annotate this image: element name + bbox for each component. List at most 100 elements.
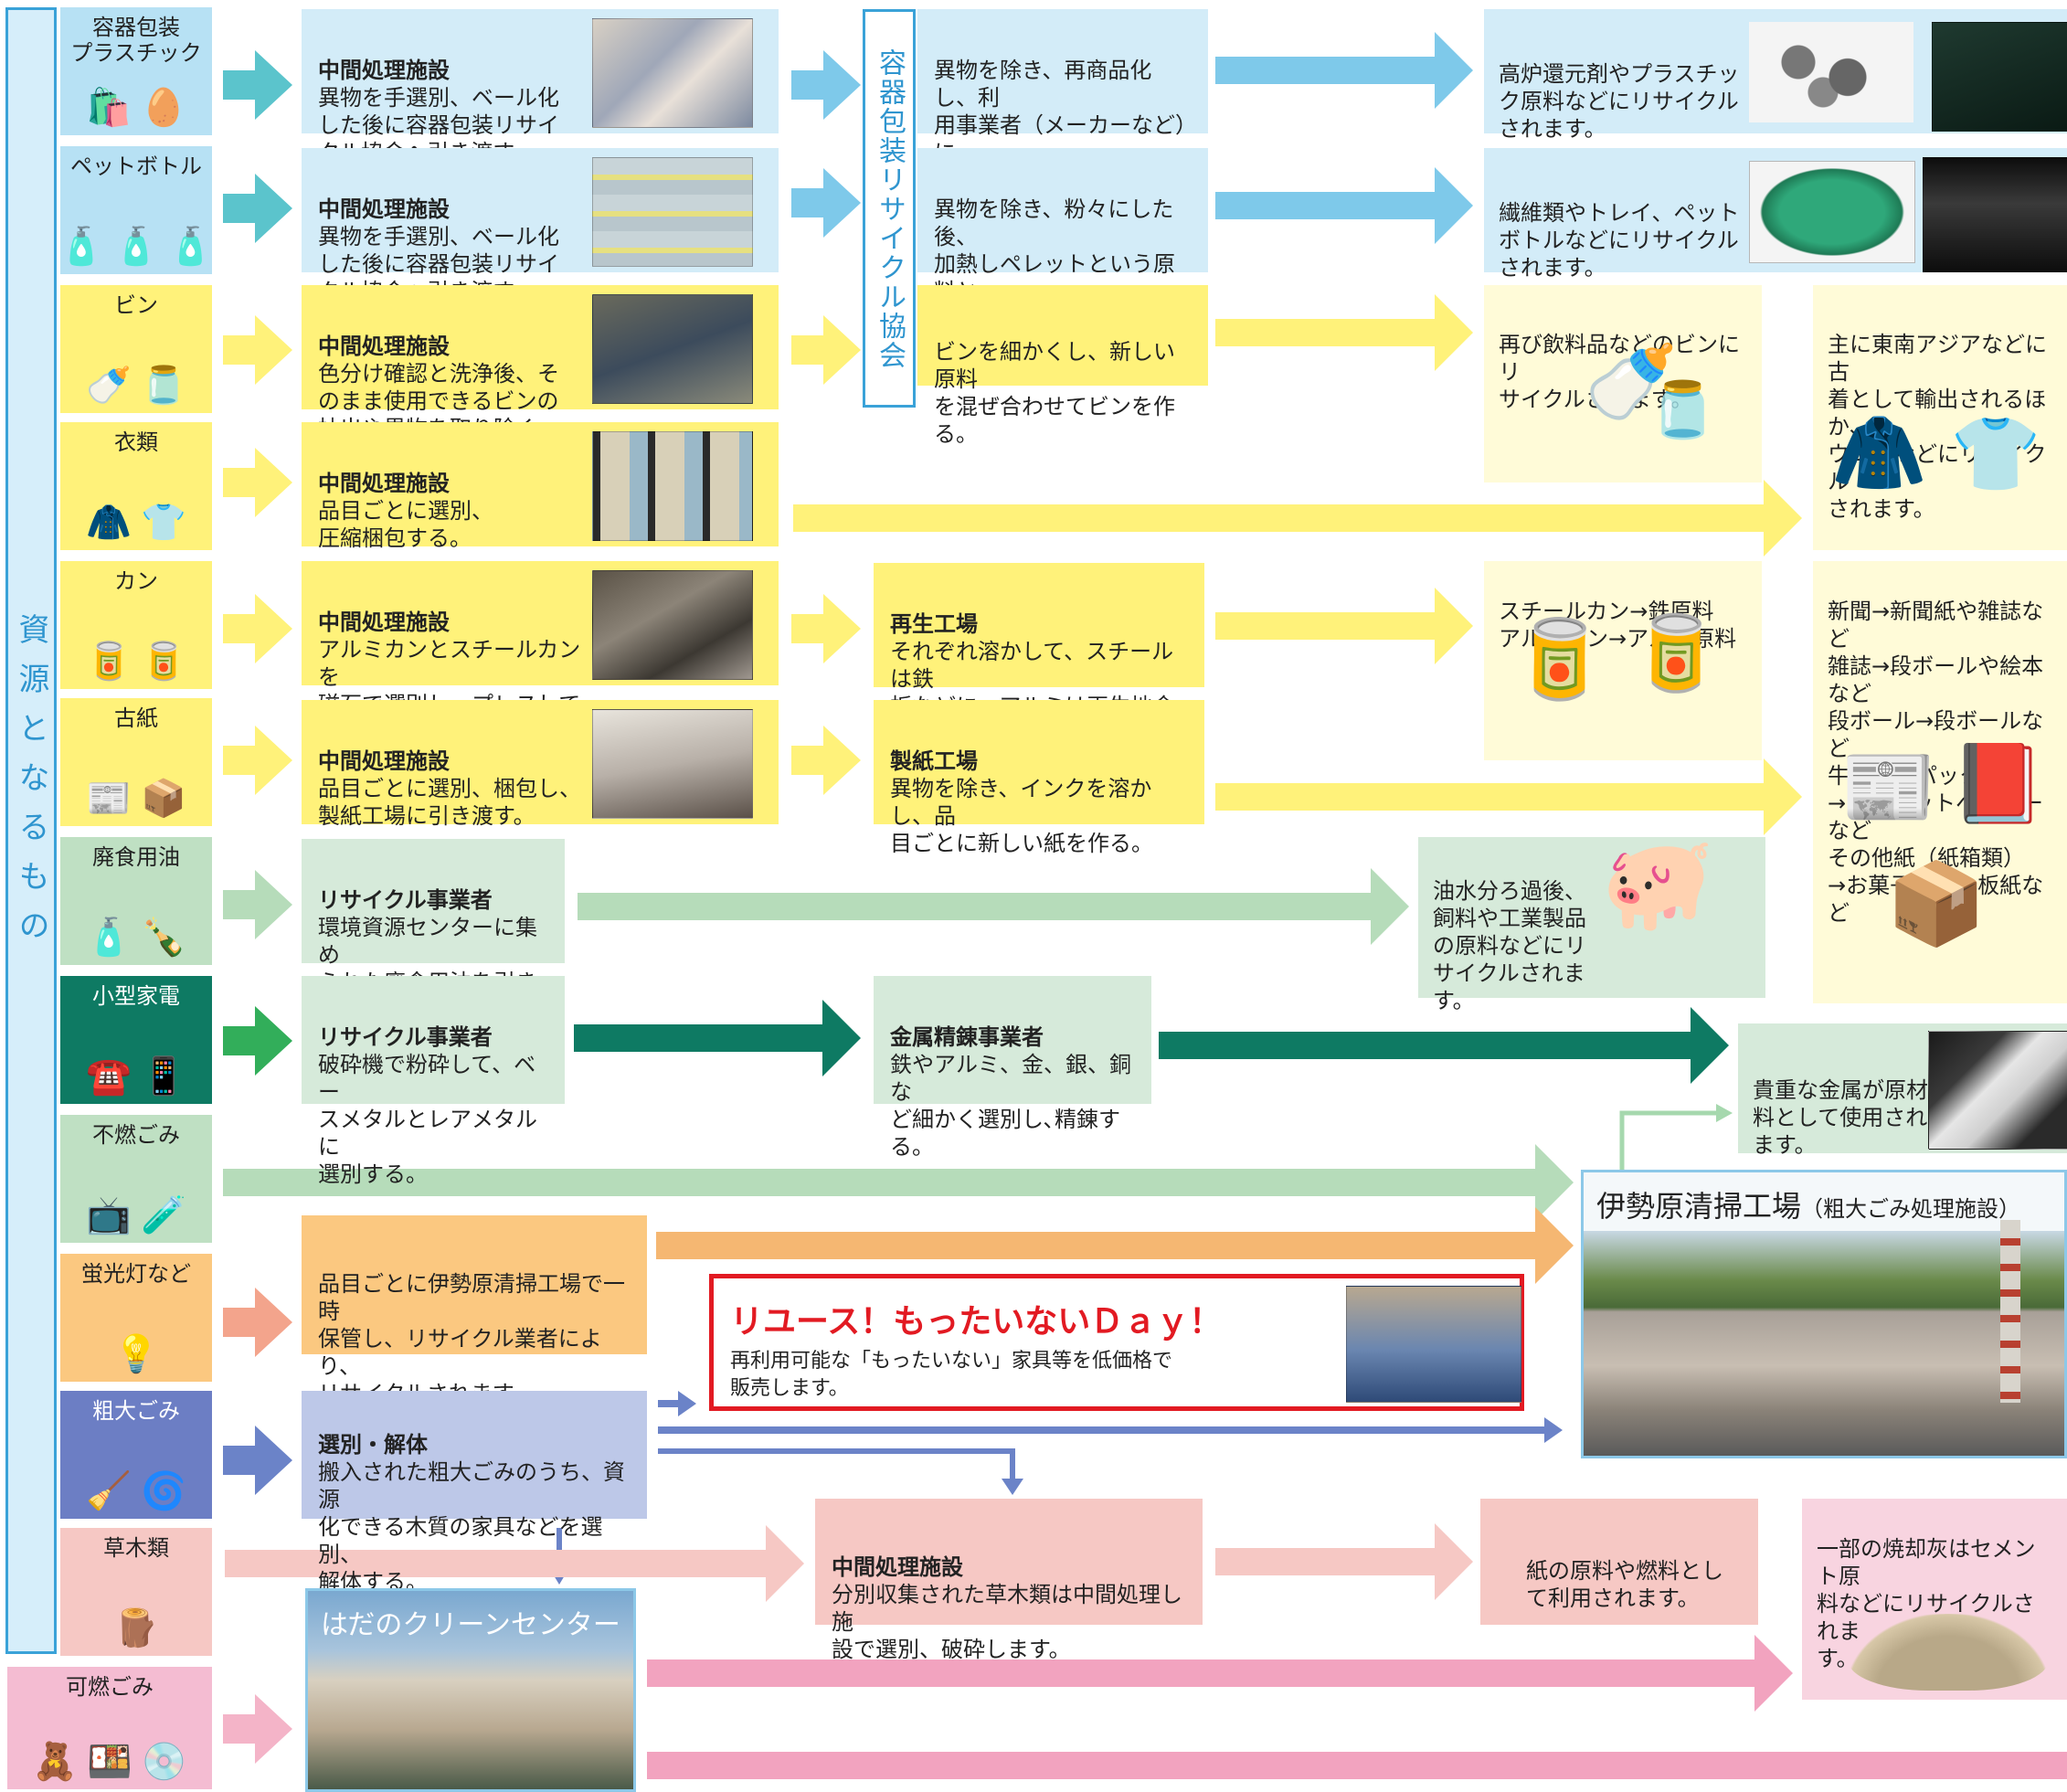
egg-carton-icon: 🥚 — [141, 87, 186, 129]
reuse-banner: リユース！もったいないＤａｙ！ 再利用可能な「もったいない」家具等を低価格で 販… — [709, 1274, 1524, 1411]
hadano-facility: はだのクリーンセンター — [305, 1588, 636, 1792]
step2-title: 金属精錬事業者 — [890, 1024, 1044, 1050]
hadano-name: はだのクリーンセンター — [321, 1609, 620, 1641]
arrow-burn-1 — [223, 1694, 292, 1764]
paper-bales-photo — [592, 709, 753, 819]
arrow-pet-3 — [1215, 167, 1473, 244]
fluorescent-lamp-icon: 💡 — [113, 1333, 159, 1375]
category-label: 不燃ごみ — [92, 1122, 180, 1148]
arrow-pet-1 — [223, 174, 292, 243]
category-label: ビン — [114, 292, 158, 318]
isehara-sub: （粗大ごみ処理施設） — [1801, 1196, 2021, 1222]
category-label: 小型家電 — [92, 983, 180, 1009]
category-oil: 廃食用油 🧴🍾 — [60, 837, 212, 965]
reuse-text: 再利用可能な「もったいない」家具等を低価格で 販売します。 — [730, 1350, 1173, 1400]
arrow-burn-bottom — [647, 1752, 2067, 1779]
result-metal: 貴重な金属が原材 料として使用され ます。 — [1738, 1023, 2067, 1158]
jacket-photo — [1749, 161, 1915, 263]
arrow-burn-ash — [647, 1635, 1793, 1712]
pet-bales-photo — [592, 157, 753, 267]
arrow-pet-2 — [791, 168, 861, 238]
recycle-association-label: 容器包装リサイクル協会 — [874, 48, 906, 370]
isehara-facility: 伊勢原清掃工場（粗大ごみ処理施設） — [1581, 1170, 2067, 1458]
step1-text: 品目ごとに選別、梱包し、 製紙工場に引き渡す。 — [318, 776, 581, 829]
result-text: 油水分ろ過後、 飼料や工業製品 の原料などにリ サイクルされま す。 — [1433, 878, 1586, 1013]
furniture-sale-photo — [1346, 1286, 1521, 1403]
step1-title: 中間処理施設 — [318, 334, 450, 359]
result-pet: 繊維類やトレイ、ペット ボトルなどにリサイクル されます。 — [1484, 148, 2067, 281]
oil-bottle-icon: 🍾 — [141, 917, 186, 959]
step2-text: 異物を除き、インクを溶かし、品 目ごとに新しい紙を作る。 — [890, 776, 1153, 856]
can-icon: 🥫 — [1630, 610, 1722, 695]
step1-title: 中間処理施設 — [318, 196, 450, 222]
category-label: 草木類 — [103, 1535, 169, 1561]
bales-photo — [592, 18, 753, 128]
arrow-cans-1 — [223, 594, 292, 663]
shirt-icon: 👕 — [141, 502, 186, 544]
arrow-plastic-3 — [1215, 32, 1473, 109]
sweater-icon: 🧥 — [1831, 408, 1927, 497]
can-icon: 🥫 — [141, 641, 186, 683]
vacuum-cleaner-icon: 🧹 — [86, 1470, 132, 1512]
chimney — [2000, 1220, 2020, 1403]
arrow-plants-2 — [1215, 1523, 1473, 1600]
metal-ingot-photo — [1928, 1031, 2067, 1150]
step2-title: 製紙工場 — [890, 748, 978, 774]
magazine-icon: 📕 — [1950, 738, 2046, 828]
newspaper-icon: 📰 — [1840, 742, 1936, 832]
category-label: 衣類 — [114, 429, 158, 455]
category-plastic: 容器包装 プラスチック 🛍️🥚 — [60, 7, 212, 135]
food-container-icon: 🍱 — [87, 1741, 132, 1783]
arrow-glass-1 — [223, 315, 292, 385]
pet-bottles-photo — [1923, 157, 2067, 272]
sweater-icon: 🧥 — [86, 502, 132, 544]
arrow-plastic-1 — [223, 50, 292, 120]
step1-title: 選別・解体 — [318, 1432, 428, 1458]
step1-bulky: 選別・解体搬入された粗大ごみのうち、資源 化できる木質の家具などを選別、 解体す… — [302, 1391, 647, 1595]
step2-plastic: 異物を除き、再商品化し、利 用事業者（メーカーなど）に 引き渡す。 — [917, 9, 1208, 193]
result-ash: 一部の焼却灰はセメント原 料などにリサイクルされま す。 — [1802, 1499, 2067, 1700]
category-plants: 草木類 🪵 — [60, 1528, 212, 1656]
category-cans: カン 🥫🥫 — [60, 561, 212, 689]
result-text: 貴重な金属が原材 料として使用され ます。 — [1753, 1077, 1928, 1158]
category-label: 古紙 — [114, 705, 158, 731]
arrow-bulky-plants — [658, 1448, 1015, 1482]
isehara-name: 伊勢原清掃工場 — [1596, 1189, 1802, 1224]
category-fluorescent: 蛍光灯など 💡 — [60, 1254, 212, 1382]
step1-text: 品目ごとに選別、 圧縮梱包する。 — [318, 498, 493, 551]
category-label: 粗大ごみ — [92, 1398, 180, 1424]
oil-bottle-icon: 🧴 — [86, 917, 132, 959]
result-cans: スチールカン→鉄原料 アルミカン→アルミ原料 🥫 🥫 — [1484, 561, 1762, 760]
arrow-clothing-1 — [223, 448, 292, 517]
cd-icon: 💿 — [141, 1741, 187, 1783]
result-text: 一部の焼却灰はセメント原 料などにリサイクルされま す。 — [1817, 1536, 2036, 1671]
isehara-photo — [1584, 1231, 2064, 1456]
arrow-cans-3 — [1215, 588, 1473, 664]
glass-cullet-photo — [592, 294, 753, 404]
reductant-photo — [1749, 22, 1913, 122]
category-label: 蛍光灯など — [81, 1261, 191, 1287]
step2-text: ビンを細かくし、新しい原料 を混ぜ合わせてビンを作る。 — [934, 339, 1175, 447]
step1-text: 搬入された粗大ごみのうち、資源 化できる木質の家具などを選別、 解体する。 — [318, 1459, 625, 1595]
arrow-paper-2 — [791, 726, 861, 795]
category-clothing: 衣類 🧥👕 — [60, 422, 212, 550]
glass-bottle-icon: 🍼 — [86, 365, 132, 407]
arrow-plants-1 — [225, 1525, 804, 1602]
cans-photo — [592, 570, 753, 680]
arrow-appliance-3 — [1159, 1007, 1729, 1084]
arrow-nonburn-1 — [223, 1144, 1574, 1221]
step2-text: 鉄やアルミ、金、銀、銅な ど細かく選別し､精錬する。 — [890, 1052, 1131, 1160]
result-plastic: 高炉還元剤やプラスチッ ク原料などにリサイクル されます。 — [1484, 9, 2067, 142]
result-text: 高炉還元剤やプラスチッ ク原料などにリサイクル されます。 — [1499, 61, 1740, 142]
hair-dryer-icon: 📱 — [141, 1055, 186, 1097]
category-pet: ペットボトル 🧴🧴🧴 — [58, 146, 214, 274]
arrow-glass-3 — [1215, 294, 1473, 371]
step1-title: 中間処理施設 — [318, 471, 450, 496]
step1-title: 中間処理施設 — [318, 610, 450, 635]
step2-title: 中間処理施設 — [832, 1554, 963, 1580]
pet-bottle-icon: 🧴 — [58, 226, 105, 268]
result-text: 紙の原料や燃料とし て利用されます。 — [1526, 1558, 1723, 1611]
arrow-oil-2 — [578, 868, 1409, 945]
step1-title: 中間処理施設 — [318, 748, 450, 774]
